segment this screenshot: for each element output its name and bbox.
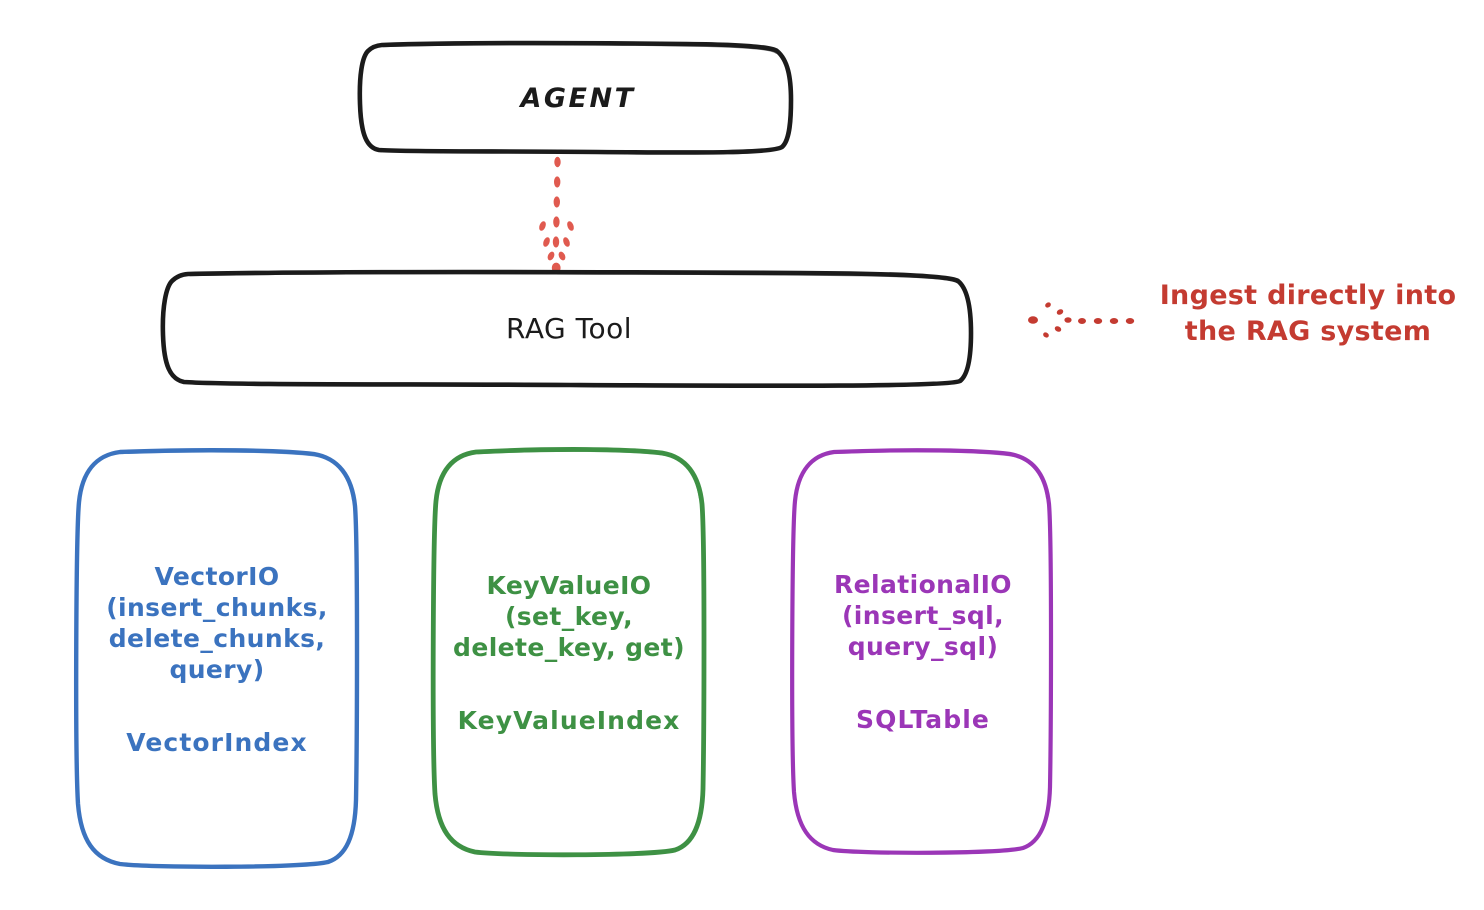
key-value-io-title: KeyValueIO <box>486 570 652 600</box>
vector-io-methods-2: delete_chunks, <box>108 623 326 653</box>
relational-io-label: RelationalIO (insert_sql, query_sql) SQL… <box>824 569 1022 735</box>
vector-io-methods-1: (insert_chunks, <box>106 592 328 622</box>
ingest-annotation-line-1: Ingest directly into <box>1159 280 1457 311</box>
agent-to-rag-connector <box>539 156 574 274</box>
node-agent[interactable]: AGENT <box>353 40 803 155</box>
node-relational-io[interactable]: RelationalIO (insert_sql, query_sql) SQL… <box>786 448 1060 855</box>
vector-io-methods-3: query) <box>169 654 265 684</box>
key-value-io-methods-1: (set_key, <box>504 601 634 631</box>
relational-io-methods-2: query_sql) <box>847 631 999 661</box>
sql-table-label: SQLTable <box>856 704 990 734</box>
vector-index-label: VectorIndex <box>126 727 308 757</box>
relational-io-methods-1: (insert_sql, <box>841 600 1005 630</box>
node-rag-tool[interactable]: RAG Tool <box>156 269 982 389</box>
key-value-io-methods-2: delete_key, get) <box>453 632 685 662</box>
vector-io-label: VectorIO (insert_chunks, delete_chunks, … <box>96 561 338 758</box>
relational-io-title: RelationalIO <box>834 569 1012 599</box>
agent-label: AGENT <box>520 82 636 114</box>
ingest-annotation-line-2: the RAG system <box>1184 315 1432 347</box>
vector-io-title: VectorIO <box>154 561 280 591</box>
ingest-to-rag-connector <box>1028 302 1135 338</box>
rag-tool-label: RAG Tool <box>506 311 632 345</box>
key-value-index-label: KeyValueIndex <box>457 705 681 735</box>
node-key-value-io[interactable]: KeyValueIO (set_key, delete_key, get) Ke… <box>426 447 712 858</box>
ingest-annotation: Ingest directly into the RAG system <box>1140 278 1476 349</box>
key-value-io-label: KeyValueIO (set_key, delete_key, get) Ke… <box>443 570 695 736</box>
node-vector-io[interactable]: VectorIO (insert_chunks, delete_chunks, … <box>68 448 366 869</box>
